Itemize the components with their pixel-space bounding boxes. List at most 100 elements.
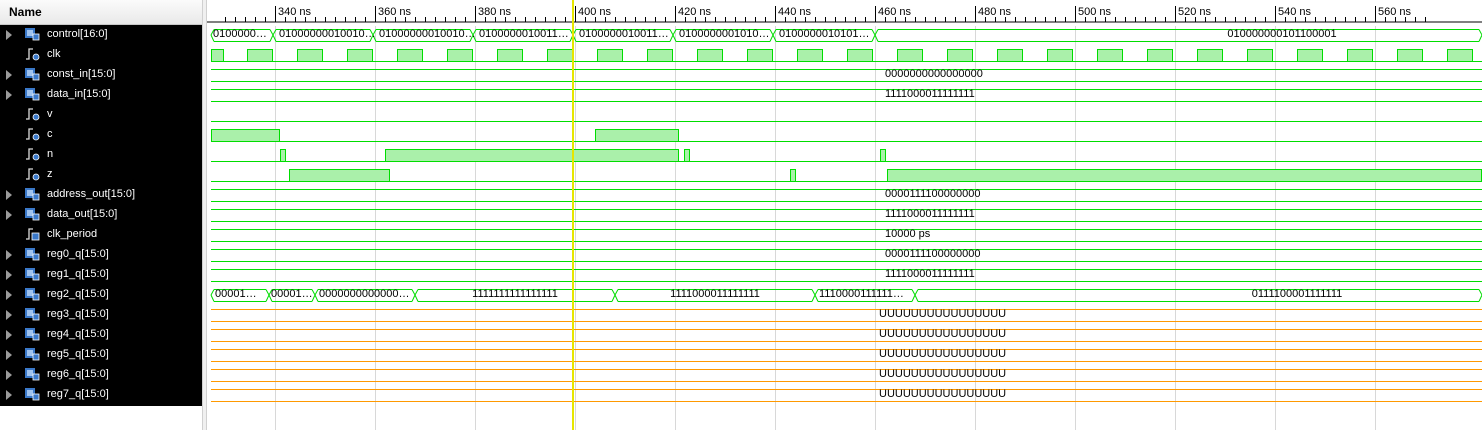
clk-wave-high-fill <box>1097 49 1123 61</box>
n-wave-high-edge <box>385 149 679 161</box>
bus-signal-icon <box>25 368 40 381</box>
reg2-wave-segment <box>918 289 1479 302</box>
pane-splitter[interactable] <box>202 0 207 430</box>
signal-row[interactable]: data_out[15:0] <box>0 205 202 225</box>
signal-row[interactable]: reg5_q[15:0] <box>0 345 202 365</box>
clk-wave-high-edge <box>1147 49 1173 61</box>
clk-wave-high-fill <box>1347 49 1373 61</box>
bit-signal-icon <box>26 168 40 181</box>
bus-value-label: 01000000010010… <box>279 28 376 40</box>
clk-wave-high-edge <box>897 49 923 61</box>
signal-row[interactable]: n <box>0 145 202 165</box>
signal-row[interactable]: reg6_q[15:0] <box>0 365 202 385</box>
bus-signal-icon <box>25 28 40 41</box>
bus-signal-icon <box>25 188 40 201</box>
expand-arrow-icon[interactable] <box>6 310 12 320</box>
signal-name: c <box>47 128 53 140</box>
expand-arrow-icon[interactable] <box>6 390 12 400</box>
name-column-header[interactable]: Name <box>0 0 202 25</box>
constant-signal-icon <box>26 228 40 241</box>
reg2-wave-transition <box>614 289 816 302</box>
control-wave-transition <box>210 29 274 42</box>
expand-arrow-icon[interactable] <box>6 70 12 80</box>
n-wave-high-fill <box>385 149 679 161</box>
bus-value-label: 0000000000000… <box>319 288 410 300</box>
clk-wave-high-edge <box>397 49 423 61</box>
bus-signal-icon <box>25 88 40 101</box>
expand-arrow-icon[interactable] <box>6 350 12 360</box>
n-wave-high-fill <box>880 149 886 161</box>
signal-row[interactable]: reg4_q[15:0] <box>0 325 202 345</box>
bus-value-label: 00001… <box>271 288 313 300</box>
signal-row[interactable]: v <box>0 105 202 125</box>
reg2-wave-transition <box>914 289 1482 302</box>
bit-signal-icon <box>26 128 40 141</box>
expand-arrow-icon[interactable] <box>6 290 12 300</box>
reg2-wave-transition <box>268 289 316 302</box>
signal-row[interactable]: control[16:0] <box>0 25 202 45</box>
signal-row[interactable]: reg1_q[15:0] <box>0 265 202 285</box>
time-cursor[interactable] <box>572 0 574 430</box>
expand-arrow-icon[interactable] <box>6 270 12 280</box>
clk-wave-high-fill <box>697 49 723 61</box>
signal-name: reg6_q[15:0] <box>47 368 109 380</box>
clk-wave-high-edge <box>847 49 873 61</box>
clk-wave-high-edge <box>1297 49 1323 61</box>
control-wave-segment <box>576 29 670 42</box>
bus-value-label: 0000111100000000 <box>885 188 981 200</box>
signal-row[interactable]: z <box>0 165 202 185</box>
clk-wave-high-edge <box>697 49 723 61</box>
clk-wave-high-fill <box>847 49 873 61</box>
n-wave-high-edge <box>280 149 286 161</box>
reg2-wave-segment <box>318 289 412 302</box>
clk-wave-high-edge <box>1397 49 1423 61</box>
bit-signal-icon <box>26 108 40 121</box>
c-wave-high-fill <box>595 129 679 141</box>
bus-value-label: 0100000001010… <box>679 28 770 40</box>
ruler-tick-label: 560 ns <box>1378 6 1412 18</box>
signal-row[interactable]: clk_period <box>0 225 202 245</box>
expand-arrow-icon[interactable] <box>6 190 12 200</box>
signal-row[interactable]: reg3_q[15:0] <box>0 305 202 325</box>
signal-name: address_out[15:0] <box>47 188 136 200</box>
ruler-tick-label: 340 ns <box>278 6 312 18</box>
signal-row[interactable]: address_out[15:0] <box>0 185 202 205</box>
expand-arrow-icon[interactable] <box>6 370 12 380</box>
reg2-wave-segment <box>818 289 912 302</box>
clk-wave-high-edge <box>1097 49 1123 61</box>
expand-arrow-icon[interactable] <box>6 250 12 260</box>
bus-value-label: 0100000010101… <box>779 28 870 40</box>
expand-arrow-icon[interactable] <box>6 330 12 340</box>
signal-row[interactable]: const_in[15:0] <box>0 65 202 85</box>
clk-wave-high-fill <box>497 49 523 61</box>
signal-row[interactable]: reg0_q[15:0] <box>0 245 202 265</box>
control-wave-segment <box>878 29 1479 42</box>
control-wave-transition <box>874 29 1482 42</box>
signal-name: v <box>47 108 53 120</box>
bus-value-label: 1111000011111111 <box>885 268 975 280</box>
signal-row[interactable]: reg2_q[15:0] <box>0 285 202 305</box>
signal-row[interactable]: reg7_q[15:0] <box>0 385 202 405</box>
clk-wave-high-edge <box>997 49 1023 61</box>
control-wave-transition <box>472 29 574 42</box>
expand-arrow-icon[interactable] <box>6 30 12 40</box>
expand-arrow-icon[interactable] <box>6 210 12 220</box>
clk-wave-high-fill <box>747 49 773 61</box>
signal-row[interactable]: data_in[15:0] <box>0 85 202 105</box>
clk-wave-high-fill <box>1147 49 1173 61</box>
control-wave-segment <box>476 29 570 42</box>
ruler-tick-label: 520 ns <box>1178 6 1212 18</box>
bus-value-label: 01000000010010… <box>379 28 476 40</box>
signal-row[interactable]: clk <box>0 45 202 65</box>
z-wave-high-edge <box>790 169 796 181</box>
bus-value-label: 0100000… <box>213 28 267 40</box>
clk-wave-high-fill <box>297 49 323 61</box>
bus-signal-icon <box>25 268 40 281</box>
waveform-canvas <box>207 6 1482 430</box>
expand-arrow-icon[interactable] <box>6 90 12 100</box>
signal-row[interactable]: c <box>0 125 202 145</box>
